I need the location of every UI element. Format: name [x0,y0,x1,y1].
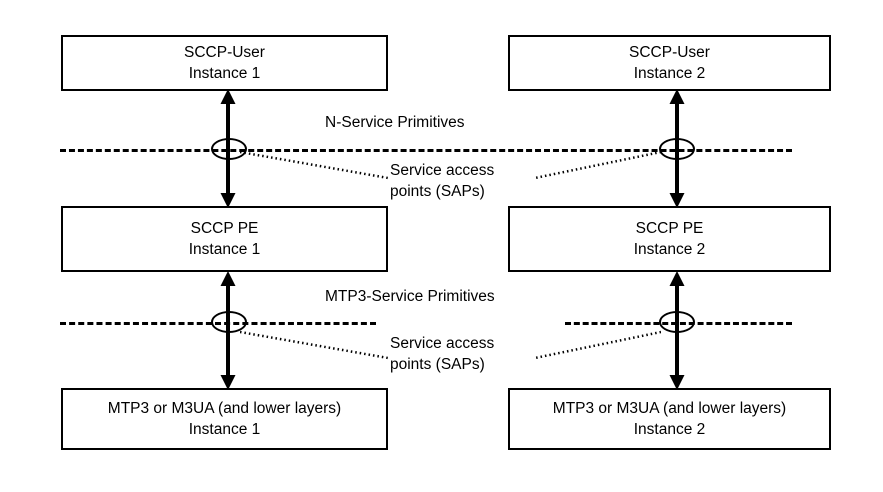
sap-marker-lower-right-ellipse-icon [659,311,695,333]
box-sccp-user-2: SCCP-User Instance 2 [508,35,831,91]
label-sap-lower-line1: Service access [390,335,495,352]
box-mtp3-2: MTP3 or M3UA (and lower layers) Instance… [508,388,831,450]
label-mtp3-service-primitives: MTP3-Service Primitives [325,288,495,305]
sap-boundary-line-upper [60,149,792,152]
leader-line-lower-right [534,330,662,362]
box-sccp-user-2-line1: SCCP-User [629,44,710,61]
box-sccp-user-1-line1: SCCP-User [184,44,265,61]
label-sap-upper-line1: Service access [390,162,495,179]
box-mtp3-2-line1: MTP3 or M3UA (and lower layers) [552,400,787,417]
box-sccp-user-1: SCCP-User Instance 1 [61,35,388,91]
label-sap-lower-line2: points (SAPs) [390,356,485,373]
box-sccp-user-2-line2: Instance 2 [633,65,706,82]
box-sccp-pe-2-line2: Instance 2 [633,241,706,258]
box-sccp-pe-1-line1: SCCP PE [190,220,259,237]
label-sap-lower: Service access points (SAPs) [390,333,494,375]
box-sccp-user-1-line2: Instance 1 [188,65,261,82]
box-mtp3-1: MTP3 or M3UA (and lower layers) Instance… [61,388,388,450]
label-sap-upper: Service access points (SAPs) [390,160,494,202]
leader-line-lower-left [239,330,389,362]
label-sap-upper-line2: points (SAPs) [390,183,485,200]
box-sccp-pe-1-line2: Instance 1 [188,241,261,258]
box-sccp-pe-2: SCCP PE Instance 2 [508,206,831,272]
label-n-service-primitives: N-Service Primitives [325,114,465,131]
leader-line-upper-left [239,150,389,182]
box-mtp3-1-line1: MTP3 or M3UA (and lower layers) [107,400,342,417]
leader-line-upper-right [534,150,662,182]
sap-marker-upper-right-ellipse-icon [659,138,695,160]
box-sccp-pe-1: SCCP PE Instance 1 [61,206,388,272]
box-sccp-pe-2-line1: SCCP PE [635,220,704,237]
sap-marker-lower-left-ellipse-icon [211,311,247,333]
sap-marker-upper-left-ellipse-icon [211,138,247,160]
box-mtp3-2-line2: Instance 2 [633,421,706,438]
box-mtp3-1-line2: Instance 1 [188,421,261,438]
